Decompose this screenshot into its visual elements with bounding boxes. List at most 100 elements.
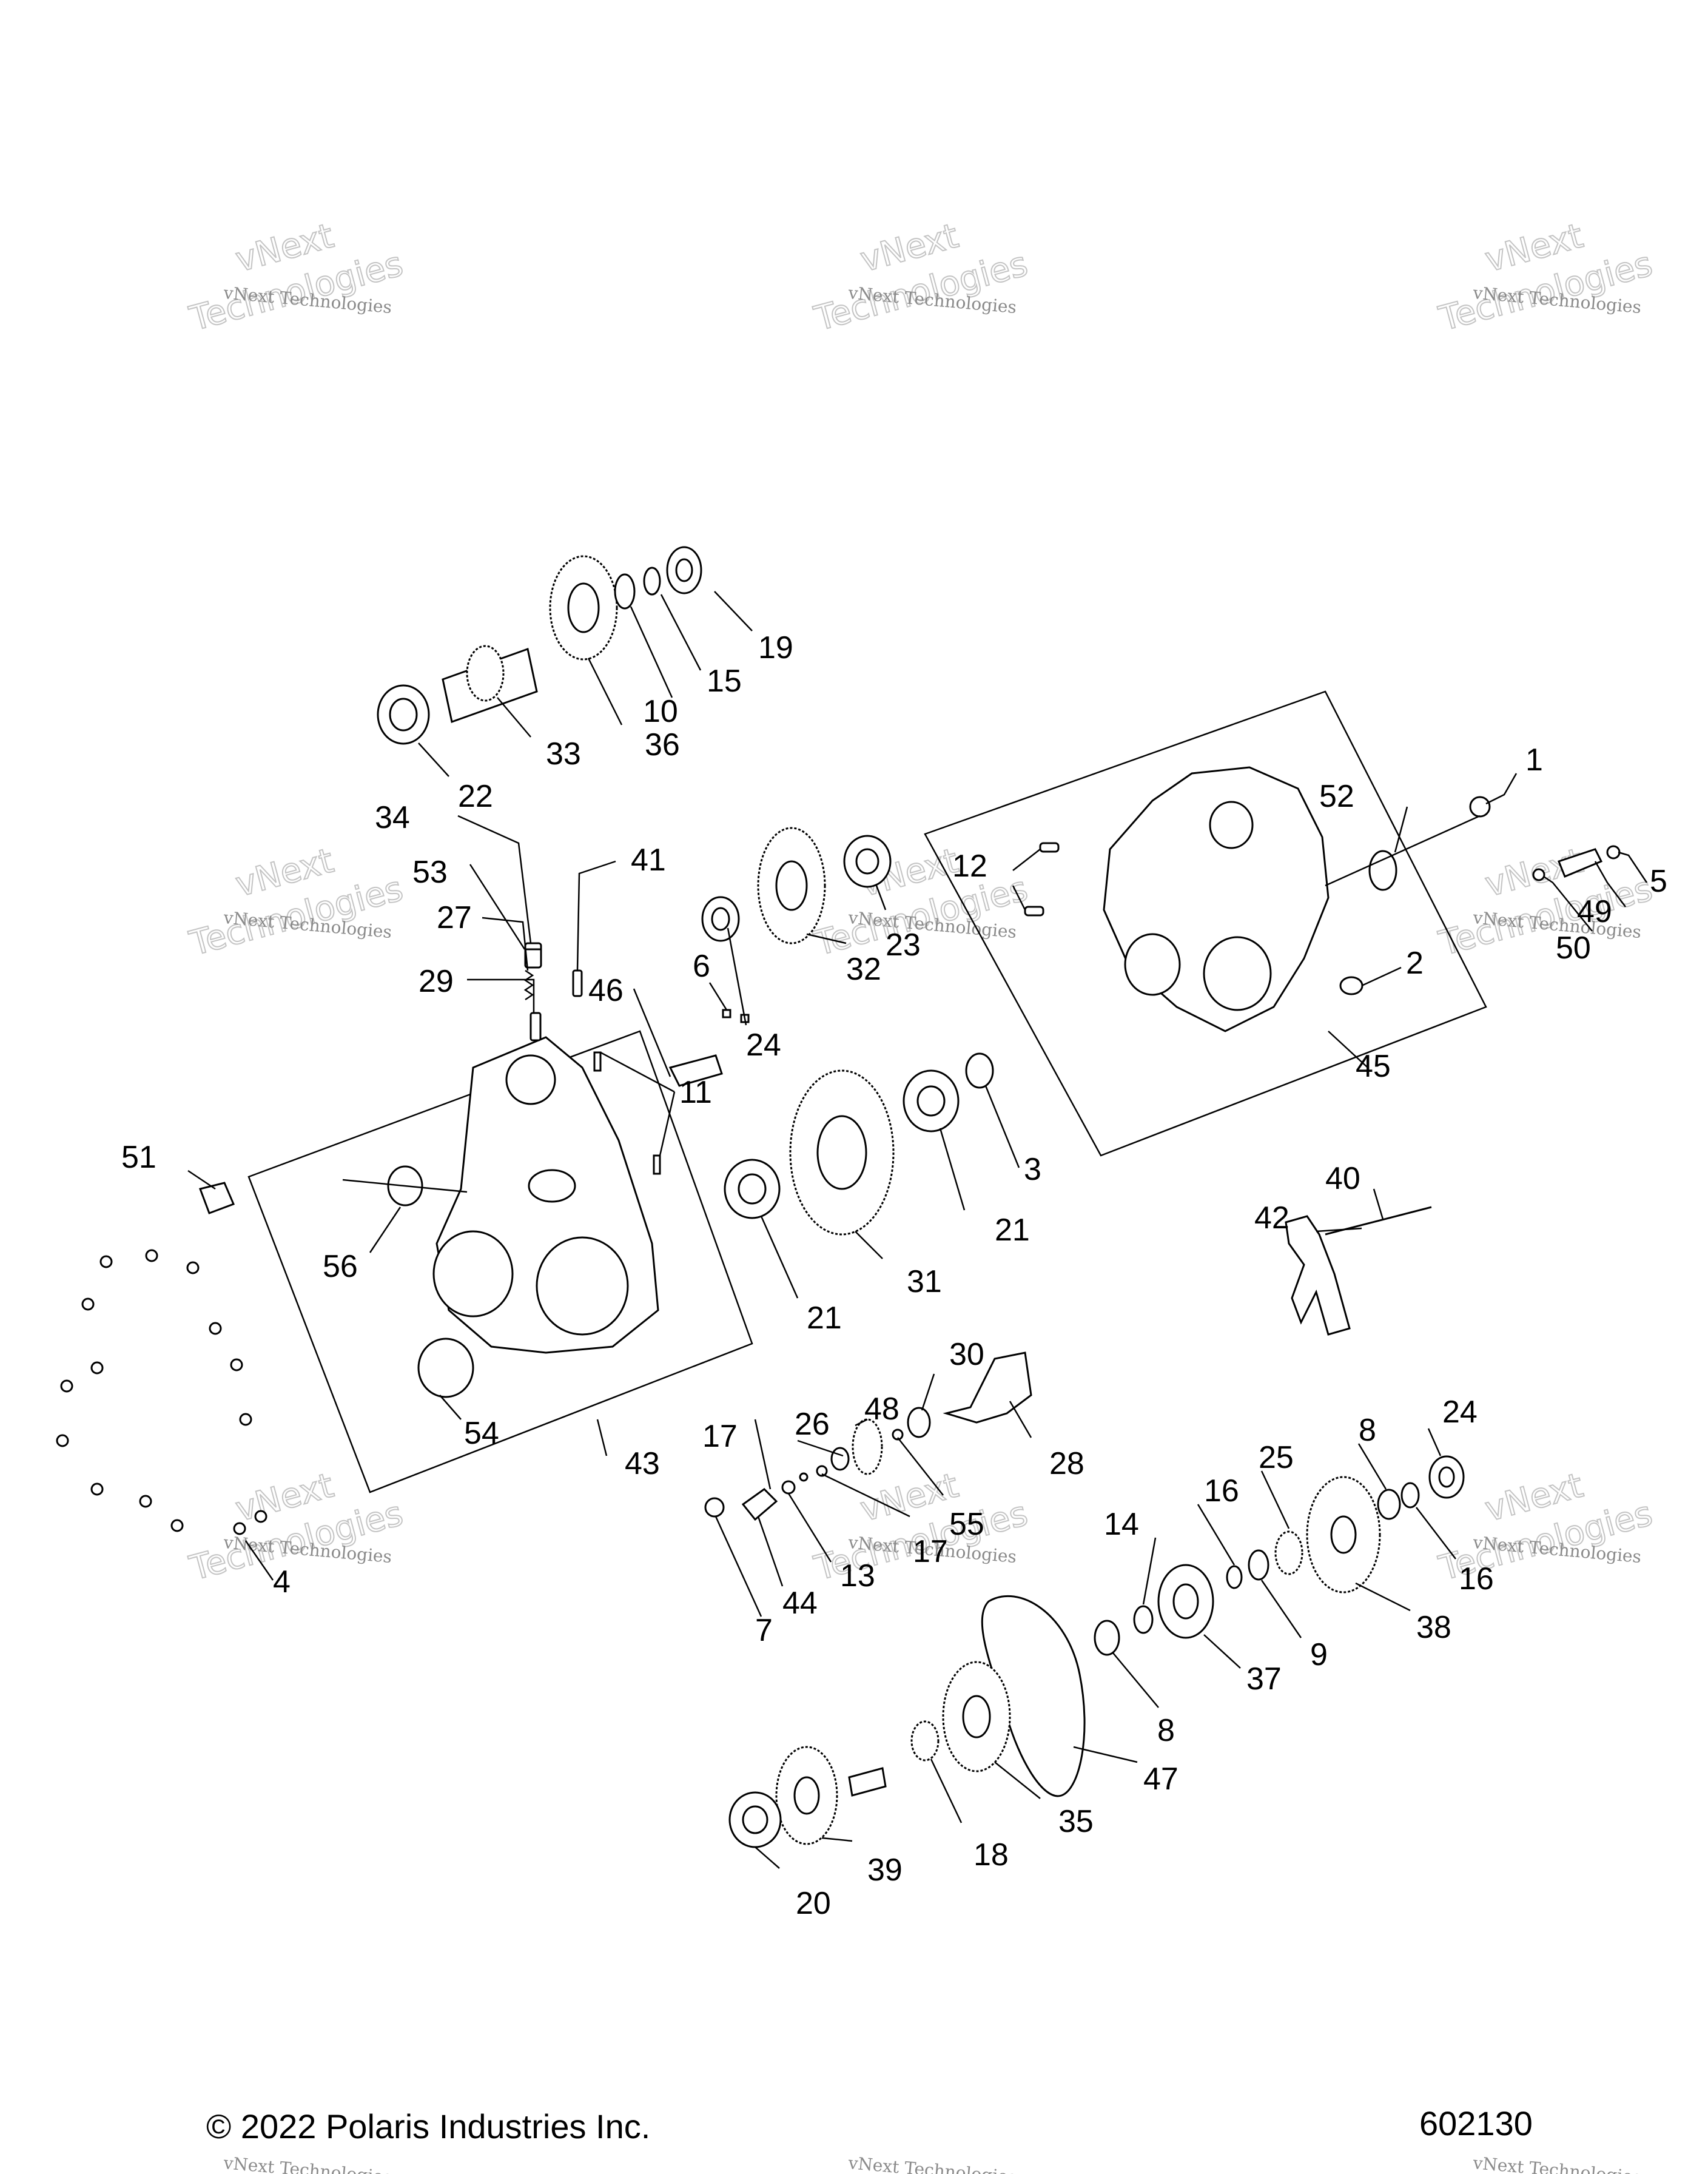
callout-5: 5 (1650, 864, 1667, 899)
leader-36 (587, 658, 623, 725)
bolt-4 (90, 1482, 104, 1496)
callout-44: 44 (782, 1586, 818, 1621)
callout-34: 34 (375, 800, 410, 835)
leader-12b (1012, 885, 1026, 910)
bolt-4 (254, 1510, 267, 1523)
bolt-4 (170, 1519, 184, 1532)
callout-21b: 21 (995, 1213, 1030, 1248)
shift-fork-42 (1285, 1215, 1351, 1336)
left-cover-bore-b (536, 1236, 629, 1336)
leader-4 (244, 1540, 274, 1581)
leader-43 (596, 1419, 608, 1456)
bracket-46 (668, 1054, 723, 1087)
diagram-id: 602130 (1419, 2104, 1533, 2142)
leader-46 (633, 988, 671, 1077)
leader-30 (921, 1373, 935, 1411)
callout-47: 47 (1143, 1762, 1178, 1797)
bolt-4 (60, 1379, 73, 1393)
washer-10 (614, 573, 636, 610)
watermark: vNext Technologies vNext Technologies (1434, 840, 1657, 964)
leader-29 (467, 978, 535, 1013)
bearing-21b-bore (916, 1085, 946, 1117)
shaft-39 (848, 1767, 887, 1797)
seal-52 (1368, 850, 1397, 891)
watermark: vNext Technologies vNext Technologies (810, 215, 1032, 339)
leader-24 (727, 927, 747, 1026)
leader-14 (1142, 1537, 1157, 1605)
callout-42: 42 (1254, 1200, 1289, 1236)
watermark: vNext Technologies vNext Technologies (185, 215, 408, 339)
callout-20: 20 (796, 1886, 831, 1921)
sprocket-35-hub (962, 1695, 991, 1738)
callout-1: 1 (1525, 742, 1543, 778)
washer-16a (1226, 1565, 1243, 1589)
leader-31 (855, 1231, 883, 1259)
leader-16a (1197, 1504, 1236, 1566)
callout-4: 4 (273, 1564, 291, 1600)
callout-55: 55 (949, 1507, 984, 1542)
shaft-33-gear (466, 645, 505, 702)
callout-8b: 8 (1157, 1713, 1175, 1748)
right-case-assembly (1024, 766, 1621, 1032)
leader-39 (821, 1837, 853, 1842)
watermark: vNext Technologies vNext Technologies (185, 840, 408, 964)
washer-17b (830, 1447, 850, 1471)
callout-41: 41 (631, 843, 666, 878)
bearing-24b-bore (1438, 1466, 1455, 1488)
bolt-4 (99, 1255, 113, 1268)
callout-53: 53 (412, 855, 448, 890)
sensor-49 (1558, 848, 1603, 878)
callout-45: 45 (1356, 1049, 1391, 1084)
callout-35: 35 (1058, 1804, 1094, 1839)
bolt-4 (239, 1413, 252, 1426)
leader-37 (1203, 1634, 1241, 1669)
callout-9: 9 (1310, 1637, 1328, 1672)
callout-27: 27 (437, 900, 472, 935)
callout-6: 6 (693, 949, 710, 984)
ring-9 (1248, 1549, 1269, 1581)
nut-7 (704, 1497, 725, 1518)
leader-8b (1112, 1652, 1159, 1708)
leader-25 (1260, 1470, 1290, 1529)
bolt-4 (90, 1361, 104, 1375)
callout-26: 26 (795, 1407, 830, 1442)
callout-43: 43 (625, 1446, 660, 1481)
callout-23: 23 (886, 927, 921, 963)
washer-13 (781, 1480, 796, 1495)
leader-53 (469, 864, 526, 950)
shift-drum-assembly (704, 1351, 1032, 1521)
leader-50 (1543, 875, 1593, 932)
leader-21a (760, 1216, 799, 1299)
callout-50: 50 (1556, 931, 1591, 966)
leader-lines (187, 591, 1648, 1869)
ring-15 (643, 567, 661, 596)
bearing-18 (910, 1720, 940, 1762)
leader-24b (1427, 1428, 1442, 1456)
leader-55 (897, 1437, 944, 1496)
gear-31-hub (816, 1115, 867, 1190)
seal-54 (417, 1338, 474, 1398)
bearing-24-bore (711, 907, 730, 931)
copyright-text: © 2022 Polaris Industries Inc. (206, 2107, 650, 2145)
leader-13 (787, 1493, 832, 1563)
bolt-4 (81, 1297, 95, 1311)
middle-gears (701, 827, 994, 1236)
callout-11: 11 (679, 1075, 712, 1110)
callout-16a: 16 (1204, 1473, 1239, 1509)
dowel-29 (530, 1012, 542, 1042)
leader-8a (1357, 1443, 1387, 1490)
dowel-11a (653, 1154, 661, 1175)
leader-54 (439, 1395, 462, 1420)
bolt-6a (722, 1009, 731, 1018)
spring-27 (523, 969, 534, 1001)
leader-23 (875, 885, 887, 910)
callout-10: 10 (643, 694, 678, 729)
callout-46: 46 (588, 973, 624, 1008)
bolt-5 (1606, 845, 1621, 860)
right-case-bore-b (1203, 936, 1272, 1011)
leader-48 (855, 1418, 868, 1427)
watermark: vNext Technologies (222, 2153, 392, 2174)
bearing-20-bore (742, 1805, 768, 1834)
dowel-12a (1039, 842, 1060, 853)
callout-37: 37 (1246, 1661, 1282, 1697)
